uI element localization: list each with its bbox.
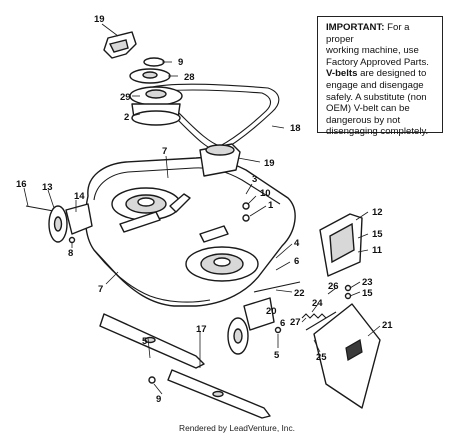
callout-19-top: 19: [94, 14, 105, 25]
washer: [143, 57, 165, 67]
v-belt: [147, 83, 280, 153]
callout-1: 1: [268, 200, 274, 211]
callout-9-top: 9: [178, 57, 183, 68]
right-spindle-hub: [213, 257, 231, 267]
callout-14: 14: [74, 191, 85, 202]
discharge-chute-ribs: [345, 339, 363, 361]
idler-bracket-face: [108, 39, 129, 53]
callout-2: 2: [124, 112, 129, 123]
left-spindle-hub: [137, 197, 155, 207]
callout-7-top: 7: [162, 146, 167, 157]
callout-27: 27: [290, 317, 301, 328]
callout-20: 20: [266, 306, 277, 317]
deck-bracket-right: [199, 225, 229, 243]
spring-rod: [305, 311, 337, 331]
spindle-pulley-hub: [145, 89, 167, 99]
render-credit: Rendered by LeadVenture, Inc.: [179, 423, 295, 433]
important-notice-box: IMPORTANT: For a proper working machine,…: [317, 16, 443, 137]
callout-21: 21: [382, 320, 393, 331]
hardware-nut-15b: [344, 292, 352, 300]
callout-15-top: 15: [372, 229, 383, 240]
deck-bracket-left: [119, 211, 161, 233]
discharge-cover-inner: [329, 222, 355, 264]
callout-13: 13: [42, 182, 53, 193]
callout-10: 10: [260, 188, 271, 199]
notice-line-7: OEM) V-belt can be: [326, 103, 410, 115]
notice-line-5: engage and disengage: [326, 79, 424, 91]
notice-line-6: safely. A substitute (non: [326, 91, 427, 103]
notice-line-8: dangerous by not: [326, 114, 401, 126]
left-gauge-wheel-hub: [53, 216, 63, 232]
callout-6-upper: 6: [294, 256, 299, 267]
notice-line-2: working machine, use: [326, 45, 419, 57]
callout-12: 12: [372, 207, 383, 218]
callout-labels: 19 9 28 29 2 18 7 19 3 10 1 16 13 14 8 1…: [16, 14, 393, 405]
callout-5-low: 5: [142, 336, 148, 347]
leader-lines: [23, 23, 381, 395]
idler-pulley-hub: [142, 71, 158, 79]
idler-arm-pulley: [205, 144, 235, 156]
blade-bolt-right: [212, 390, 224, 398]
right-wheel-bracket: [243, 297, 275, 331]
callout-9-low: 9: [156, 394, 161, 405]
callout-19-right: 19: [264, 158, 275, 169]
deck-bracket-center: [169, 193, 191, 213]
callout-15-bottom: 15: [362, 288, 373, 299]
blade-bolt-left: [144, 336, 156, 344]
notice-line-4: V-belts are designed to: [326, 68, 427, 80]
callout-6-lower: 6: [280, 318, 285, 329]
callout-7-left: 7: [98, 284, 103, 295]
hardware-washer-10: [242, 202, 250, 210]
callout-29: 29: [120, 92, 131, 103]
spindle-flange: [131, 110, 181, 126]
hardware-nut-23: [344, 284, 352, 292]
callout-8: 8: [68, 248, 73, 259]
hardware-bolt-8: [68, 236, 76, 244]
mower-deck: [84, 156, 296, 307]
callout-18: 18: [290, 123, 301, 134]
callout-28: 28: [184, 72, 195, 83]
callout-23: 23: [362, 277, 373, 288]
callout-11: 11: [372, 245, 383, 256]
hardware-bolt-5: [274, 326, 282, 334]
hinge-rod: [253, 281, 301, 293]
callout-26: 26: [328, 281, 339, 292]
callout-5-mid: 5: [274, 350, 280, 361]
callout-24: 24: [312, 298, 323, 309]
notice-line-3: Factory Approved Parts.: [326, 56, 429, 68]
callout-17: 17: [196, 324, 207, 335]
callout-16: 16: [16, 179, 27, 190]
right-gauge-wheel-hub: [233, 328, 243, 344]
callout-25: 25: [316, 352, 327, 363]
deck-rim: [93, 167, 281, 205]
hardware-nut-1: [242, 214, 250, 222]
notice-line-1: IMPORTANT: For a proper: [326, 22, 410, 45]
torsion-spring: [301, 313, 327, 319]
notice-line-9: disengaging completely.: [326, 126, 429, 138]
v-belt-inner: [151, 89, 271, 147]
callout-4: 4: [294, 238, 300, 249]
callout-22: 22: [294, 288, 305, 299]
hardware-washer-9: [148, 376, 156, 384]
deck-skirt: [93, 249, 211, 303]
callout-3: 3: [252, 174, 257, 185]
left-wheel-bracket: [65, 203, 93, 235]
